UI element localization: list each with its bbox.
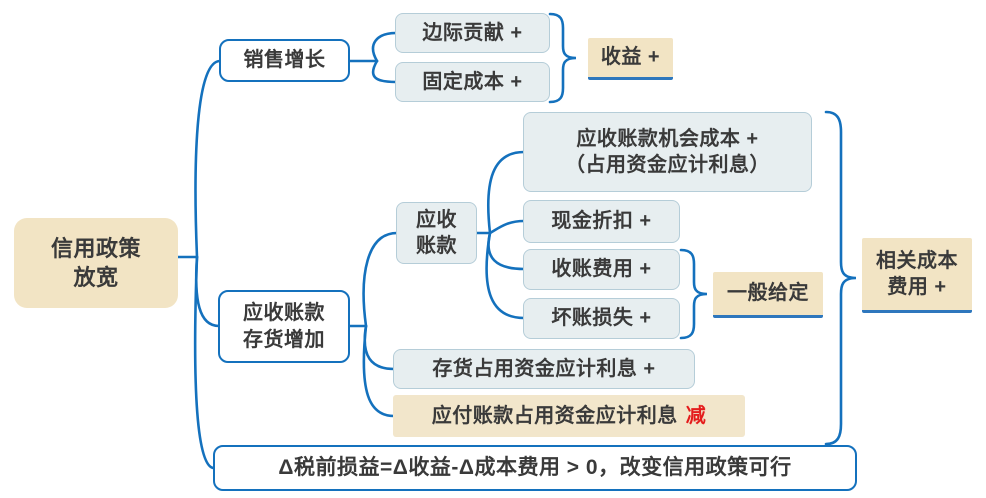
edge-ar-baddebt	[485, 231, 526, 320]
related-cost-line2: 费用 +	[887, 276, 947, 298]
node-root: 信用政策 放宽	[14, 218, 178, 308]
node-ar-inventory-increase: 应收账款 存货增加	[218, 290, 350, 363]
edge-ar-collection	[487, 231, 526, 271]
fixed-cost-label: 固定成本 +	[422, 70, 523, 93]
accounts-receivable-line1: 应收	[416, 208, 457, 231]
node-accounts-receivable: 应收 账款	[396, 202, 477, 264]
generally-given-label: 一般给定	[727, 282, 809, 305]
cash-discount-label: 现金折扣 +	[551, 210, 652, 233]
ar-inventory-line2: 存货增加	[243, 328, 325, 351]
edge-sales-fixed	[371, 59, 398, 84]
node-sales-growth: 销售增长	[219, 39, 350, 82]
node-fixed-cost: 固定成本 +	[395, 62, 550, 102]
node-inventory-interest: 存货占用资金应计利息 +	[393, 349, 695, 389]
marginal-contribution-label: 边际贡献 +	[422, 21, 523, 44]
brace-related-cost	[824, 110, 857, 446]
edge-root-sales	[194, 59, 222, 259]
brace-income	[548, 12, 577, 104]
node-cash-discount: 现金折扣 +	[523, 200, 680, 243]
conclusion-label: Δ税前损益=Δ收益-Δ成本费用 > 0，改变信用政策可行	[278, 456, 792, 480]
sales-growth-label: 销售增长	[243, 49, 326, 72]
node-income: 收益 +	[588, 38, 673, 80]
node-collection-expense: 收账费用 +	[523, 249, 680, 290]
root-label-line1: 信用政策	[50, 235, 141, 261]
opportunity-cost-line2: （占用资金应计利息）	[565, 154, 770, 176]
opportunity-cost-line1: 应收账款机会成本 +	[576, 127, 759, 150]
node-related-cost: 相关成本 费用 +	[862, 238, 972, 313]
edge-root-conclusion	[193, 255, 216, 470]
root-label-line2: 放宽	[73, 265, 119, 290]
node-conclusion: Δ税前损益=Δ收益-Δ成本费用 > 0，改变信用政策可行	[213, 445, 857, 491]
accounts-payable-interest-label: 应付账款占用资金应计利息	[431, 404, 678, 427]
ar-inventory-line1: 应收账款	[243, 302, 325, 325]
accounts-payable-interest-minus: 减	[685, 404, 707, 427]
bad-debt-loss-label: 坏账损失 +	[551, 307, 652, 330]
node-generally-given: 一般给定	[713, 272, 823, 318]
edge-sales-marginal	[371, 31, 398, 63]
node-opportunity-cost: 应收账款机会成本 + （占用资金应计利息）	[523, 112, 812, 192]
brace-given	[679, 248, 708, 340]
edge-ar-opp	[486, 150, 526, 235]
inventory-interest-label: 存货占用资金应计利息 +	[432, 357, 656, 380]
related-cost-line1: 相关成本	[876, 249, 958, 272]
accounts-receivable-line2: 账款	[416, 235, 457, 257]
collection-expense-label: 收账费用 +	[551, 258, 652, 281]
edge-arinv-apint	[362, 324, 396, 418]
edge-root-arinv	[194, 255, 221, 328]
edge-ar-cash	[488, 219, 526, 235]
node-marginal-contribution: 边际贡献 +	[395, 13, 550, 53]
node-bad-debt-loss: 坏账损失 +	[523, 298, 680, 339]
node-accounts-payable-interest: 应付账款占用资金应计利息 减	[393, 395, 745, 437]
income-label: 收益 +	[600, 46, 661, 69]
edge-arinv-ar	[362, 231, 399, 328]
edge-arinv-invint	[363, 324, 396, 371]
